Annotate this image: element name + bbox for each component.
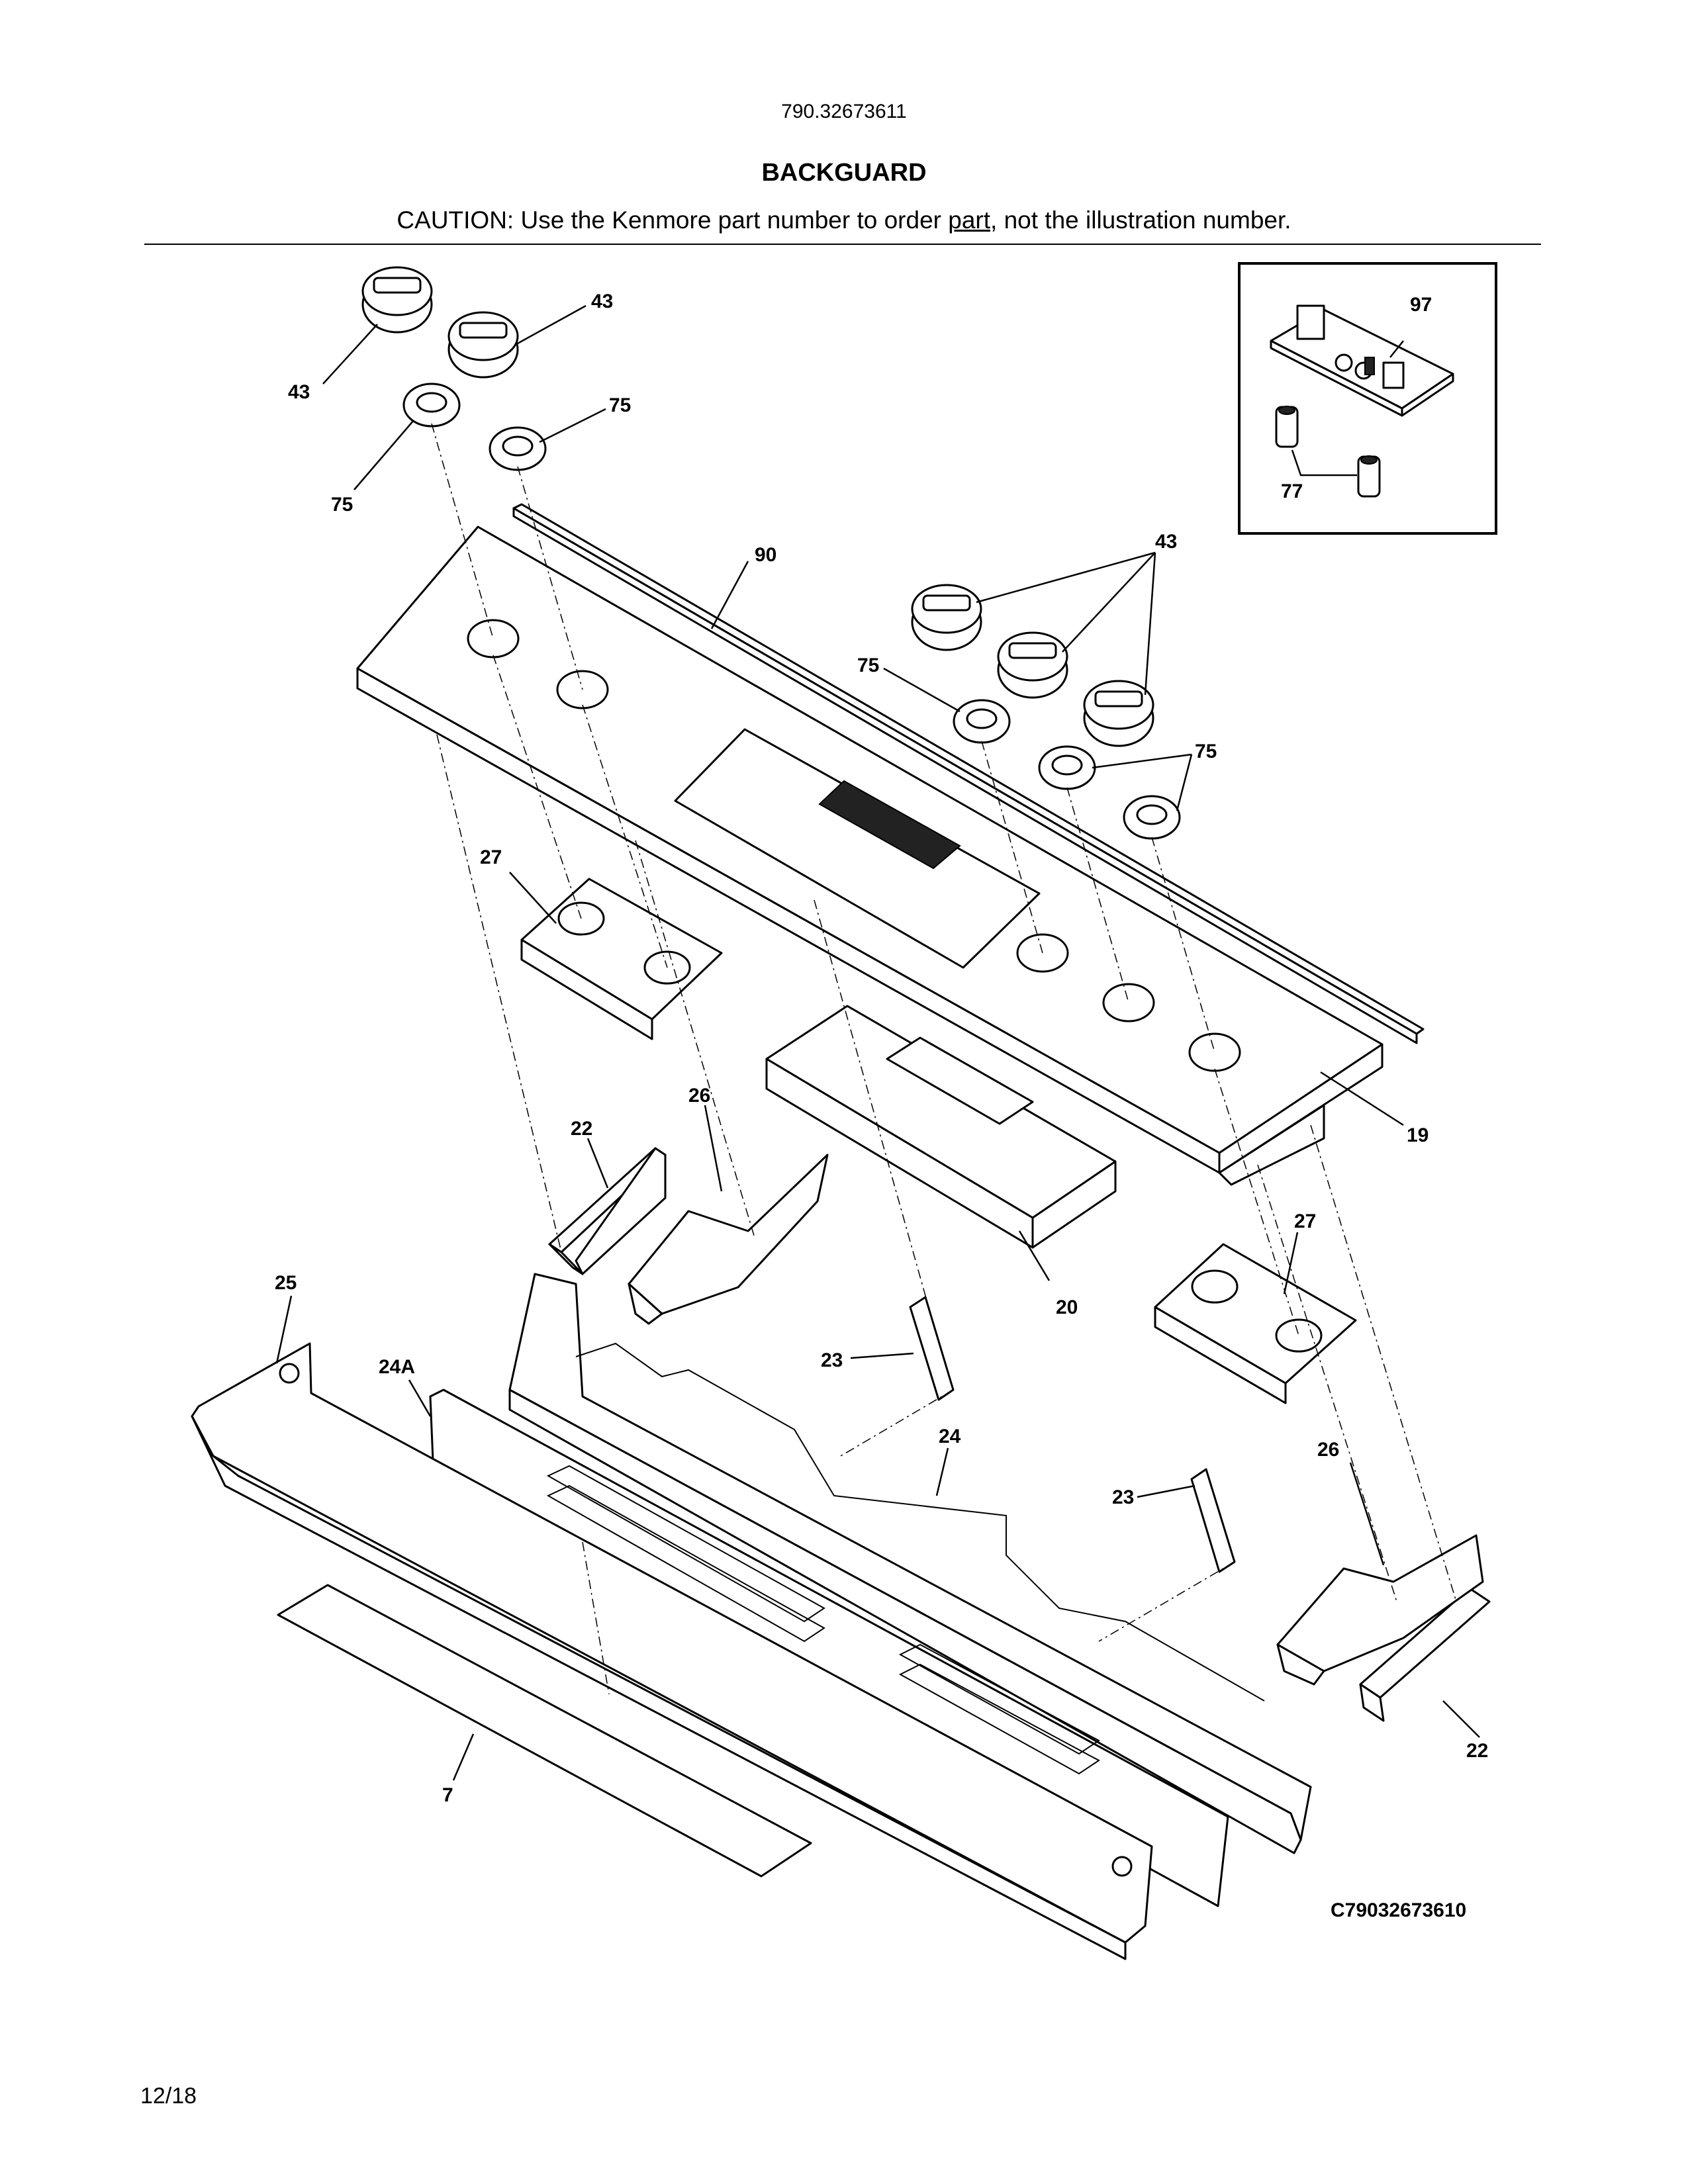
end-cap-strip-90	[512, 503, 1425, 1044]
label-knobs-right: 43	[1155, 531, 1177, 553]
label-knob-left-b: 43	[591, 291, 613, 312]
trim-end-25	[191, 1342, 1153, 1960]
mount-right-22	[1359, 1587, 1491, 1722]
caution-text-end: , not the illustration number.	[990, 206, 1291, 234]
label-trim-end: 25	[275, 1272, 297, 1294]
label-support-right: 23	[1112, 1486, 1134, 1508]
mount-left-22	[548, 1147, 667, 1275]
caution-part-link: part	[948, 206, 991, 234]
label-heat-shield: 7	[442, 1784, 453, 1806]
label-support-left: 23	[821, 1349, 843, 1371]
label-knob-left-a: 43	[288, 381, 310, 403]
label-end-cap: 90	[755, 544, 776, 566]
backguard-panel-19	[356, 525, 1383, 1186]
label-bracket-left: 27	[480, 846, 502, 868]
bracket-left-27	[520, 878, 723, 1040]
figure-code: C79032673610	[1331, 1899, 1467, 1921]
grommet-right-b	[1038, 745, 1096, 790]
heat-shield-7	[277, 1584, 812, 1878]
inset-box	[1238, 262, 1497, 535]
label-main-panel: 24	[939, 1426, 961, 1447]
support-right-23	[1190, 1468, 1236, 1573]
header-divider	[144, 244, 1541, 245]
label-mount-left: 22	[571, 1118, 592, 1140]
label-bracket-right: 27	[1294, 1210, 1316, 1232]
label-electronic-control: 20	[1056, 1297, 1078, 1318]
support-left-23	[909, 1296, 955, 1401]
revision-date: 12/18	[140, 2083, 197, 2109]
electronic-control-20	[765, 1005, 1117, 1249]
label-grommets-right: 75	[1195, 741, 1217, 762]
knob-left-b	[447, 311, 519, 379]
light-socket-77-a	[1275, 406, 1299, 448]
bracket-right-27	[1154, 1243, 1357, 1404]
label-control-board: 97	[1410, 294, 1432, 316]
knob-left-a	[361, 266, 433, 334]
label-grommet-left-b: 75	[609, 394, 631, 416]
label-backguard-panel: 19	[1407, 1124, 1429, 1146]
label-light-sockets: 77	[1281, 480, 1303, 502]
label-clip-left: 26	[688, 1085, 710, 1107]
grommet-right-c	[1123, 795, 1181, 840]
label-clip-right: 26	[1317, 1439, 1339, 1461]
leader-lines	[275, 304, 1480, 1781]
callout-labels: 43 43 75 75 90 43 75 75 97 77 27 27 26 2…	[275, 291, 1488, 1806]
caution-note: CAUTION: Use the Kenmore part number to …	[0, 206, 1688, 234]
knob-right-a	[911, 584, 982, 651]
clip-left-26	[628, 1154, 829, 1325]
page-title: BACKGUARD	[761, 159, 927, 187]
label-mount-right: 22	[1466, 1740, 1488, 1762]
label-rear-panel: 24A	[379, 1356, 415, 1378]
grommet-left-b	[489, 426, 547, 471]
grommet-left-a	[402, 383, 461, 428]
caution-text-start: CAUTION: Use the Kenmore part number to …	[397, 206, 949, 234]
label-grommet-right-a: 75	[857, 655, 879, 676]
control-board-97	[1270, 304, 1454, 417]
label-grommet-left-a: 75	[331, 494, 353, 516]
model-number: 790.32673611	[781, 101, 907, 122]
grommet-right-a	[953, 699, 1011, 744]
clip-right-26	[1276, 1534, 1484, 1686]
knob-right-c	[1083, 680, 1154, 747]
light-socket-77-b	[1357, 455, 1381, 498]
knob-right-b	[997, 631, 1068, 699]
main-panel-24	[508, 1273, 1312, 1854]
